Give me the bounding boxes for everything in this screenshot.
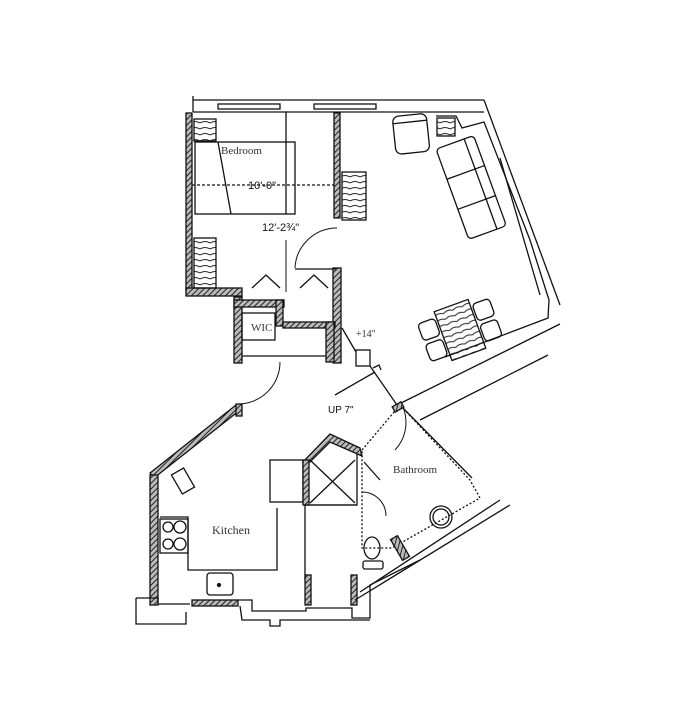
- living-exterior: [398, 115, 561, 421]
- nightstand-top: [193, 118, 217, 142]
- toilet: [362, 536, 384, 570]
- dimension-bedroom-width: 10'-0": [248, 180, 276, 192]
- kitchen-counter: [160, 467, 278, 571]
- top-exterior-wall: [192, 96, 561, 306]
- bed: [194, 112, 296, 215]
- closet-bifold-doors: [251, 274, 329, 289]
- dimension-bedroom-length: 12'-2¾": [262, 222, 299, 234]
- bathroom-door: [394, 409, 407, 451]
- pantry-closet: [304, 504, 358, 606]
- armchair: [392, 113, 431, 155]
- bathtub-sink: [429, 505, 453, 529]
- room-label-wic: WIC: [251, 322, 272, 334]
- wic-walls: [233, 296, 336, 364]
- bottom-walls: [135, 559, 421, 627]
- stove: [159, 518, 189, 554]
- bedroom-door: [294, 227, 338, 269]
- side-table: [436, 117, 456, 137]
- dresser-right: [341, 171, 367, 221]
- kitchen-walls: [149, 403, 243, 606]
- room-label-kitchen: Kitchen: [212, 523, 250, 537]
- dining-table: [417, 298, 503, 362]
- bathroom: [354, 404, 511, 601]
- dresser-left: [193, 237, 217, 289]
- room-label-bedroom: Bedroom: [221, 145, 262, 157]
- room-label-bathroom: Bathroom: [393, 464, 437, 476]
- step-area: [334, 327, 398, 406]
- entry-door: [237, 361, 281, 405]
- elevation-label: +14": [356, 329, 376, 340]
- bedroom-walls: [185, 112, 342, 364]
- stairs-label: UP 7": [328, 405, 354, 416]
- shower: [301, 433, 363, 506]
- refrigerator: [269, 459, 304, 503]
- sink: [206, 572, 234, 596]
- sofa: [436, 135, 506, 239]
